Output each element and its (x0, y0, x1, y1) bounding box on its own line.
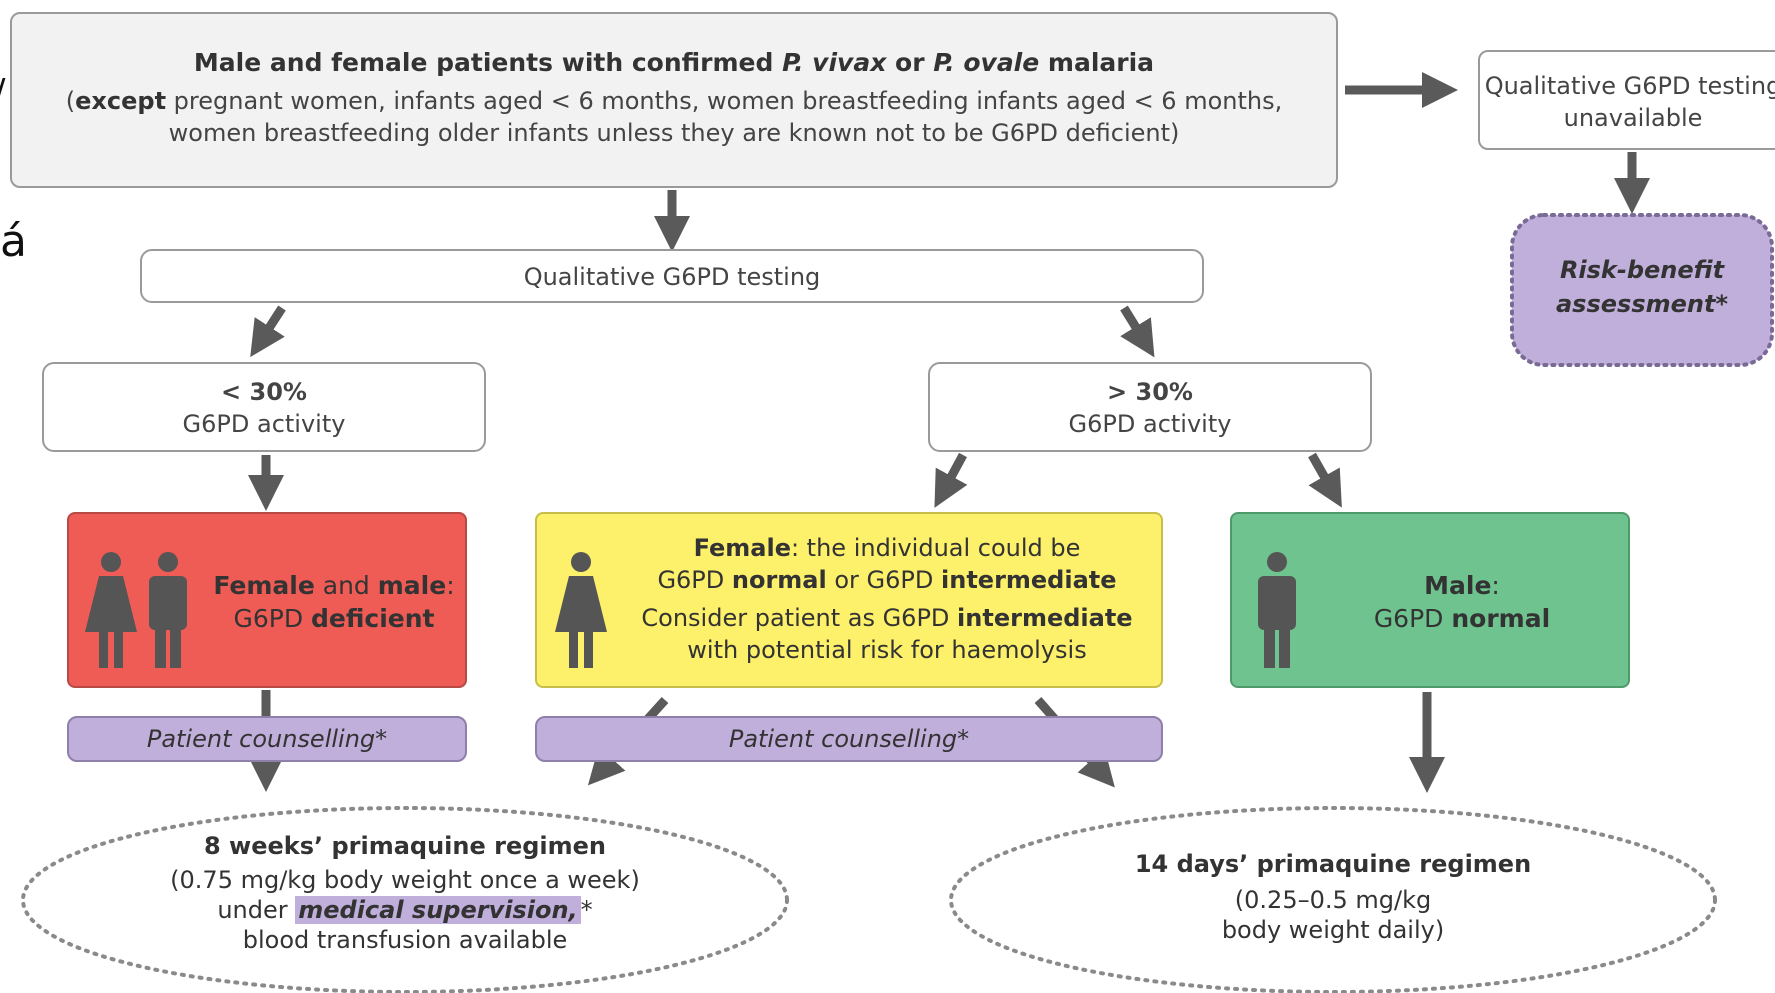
patient-counselling-left: Patient counselling* (67, 716, 467, 762)
unavailable-line1: Qualitative G6PD testing (1484, 72, 1775, 100)
risk-box-shape (1510, 213, 1774, 367)
arrow-to-green (1308, 452, 1342, 508)
arrow-to-high (1120, 305, 1155, 358)
risk-benefit-label: Risk-benefit assessment* (1555, 256, 1728, 318)
male-icon (1258, 552, 1296, 668)
high-activity-label: G6PD activity (1068, 410, 1232, 438)
regimen-8-title: 8 weeks’ primaquine regimen (203, 832, 607, 860)
regimen-14-ellipse (949, 806, 1717, 993)
female-icon (555, 552, 607, 668)
low-activity-value: < 30% (221, 378, 307, 406)
testing-unavailable-box: Qualitative G6PD testing unavailable (1478, 50, 1775, 150)
eligibility-exceptions: (except pregnant women, infants aged < 6… (65, 87, 1283, 115)
regimen-14-title: 14 days’ primaquine regimen (1134, 850, 1532, 878)
patient-counselling-middle: Patient counselling* (535, 716, 1163, 762)
edge-slash-glyph: / (0, 72, 5, 112)
high-activity-value: > 30% (1107, 378, 1193, 406)
female-icon (85, 552, 137, 668)
deficient-label: Female and male: G6PD deficient (213, 571, 455, 633)
eligibility-box: Male and female patients with confirmed … (10, 12, 1338, 188)
male-normal-box: Male: G6PD normal (1230, 512, 1630, 688)
regimen-8-supervision: under medical supervision,* (217, 896, 593, 924)
regimen-8-weeks-text: 8 weeks’ primaquine regimen (0.75 mg/kg … (125, 832, 685, 954)
regimen-8-dose: (0.75 mg/kg body weight once a week) (170, 866, 640, 894)
arrow-to-low (250, 305, 286, 358)
eligibility-exceptions-cont: women breastfeeding older infants unless… (168, 119, 1180, 147)
testing-label: Qualitative G6PD testing (523, 263, 821, 291)
female-intermediate-box: Female: the individual could be G6PD nor… (535, 512, 1163, 688)
high-activity-box: > 30% G6PD activity (928, 362, 1372, 452)
regimen-8-transfusion: blood transfusion available (242, 926, 568, 954)
female-intermediate-text: Female: the individual could be G6PD nor… (641, 534, 1133, 664)
unavailable-line2: unavailable (1563, 104, 1703, 132)
low-activity-label: G6PD activity (182, 410, 346, 438)
male-normal-label: Male: G6PD normal (1373, 571, 1551, 633)
low-activity-box: < 30% G6PD activity (42, 362, 486, 452)
regimen-14-frequency: body weight daily) (1221, 916, 1445, 944)
edge-a-acute-glyph: á (0, 216, 27, 267)
male-icon (149, 552, 187, 668)
qualitative-testing-box: Qualitative G6PD testing (140, 249, 1204, 303)
arrow-to-yellow (934, 452, 968, 508)
regimen-14-days-text: 14 days’ primaquine regimen (0.25–0.5 mg… (1053, 850, 1613, 944)
regimen-14-dose: (0.25–0.5 mg/kg (1234, 886, 1432, 914)
eligibility-title: Male and female patients with confirmed … (193, 48, 1155, 77)
deficient-box: Female and male: G6PD deficient (67, 512, 467, 688)
